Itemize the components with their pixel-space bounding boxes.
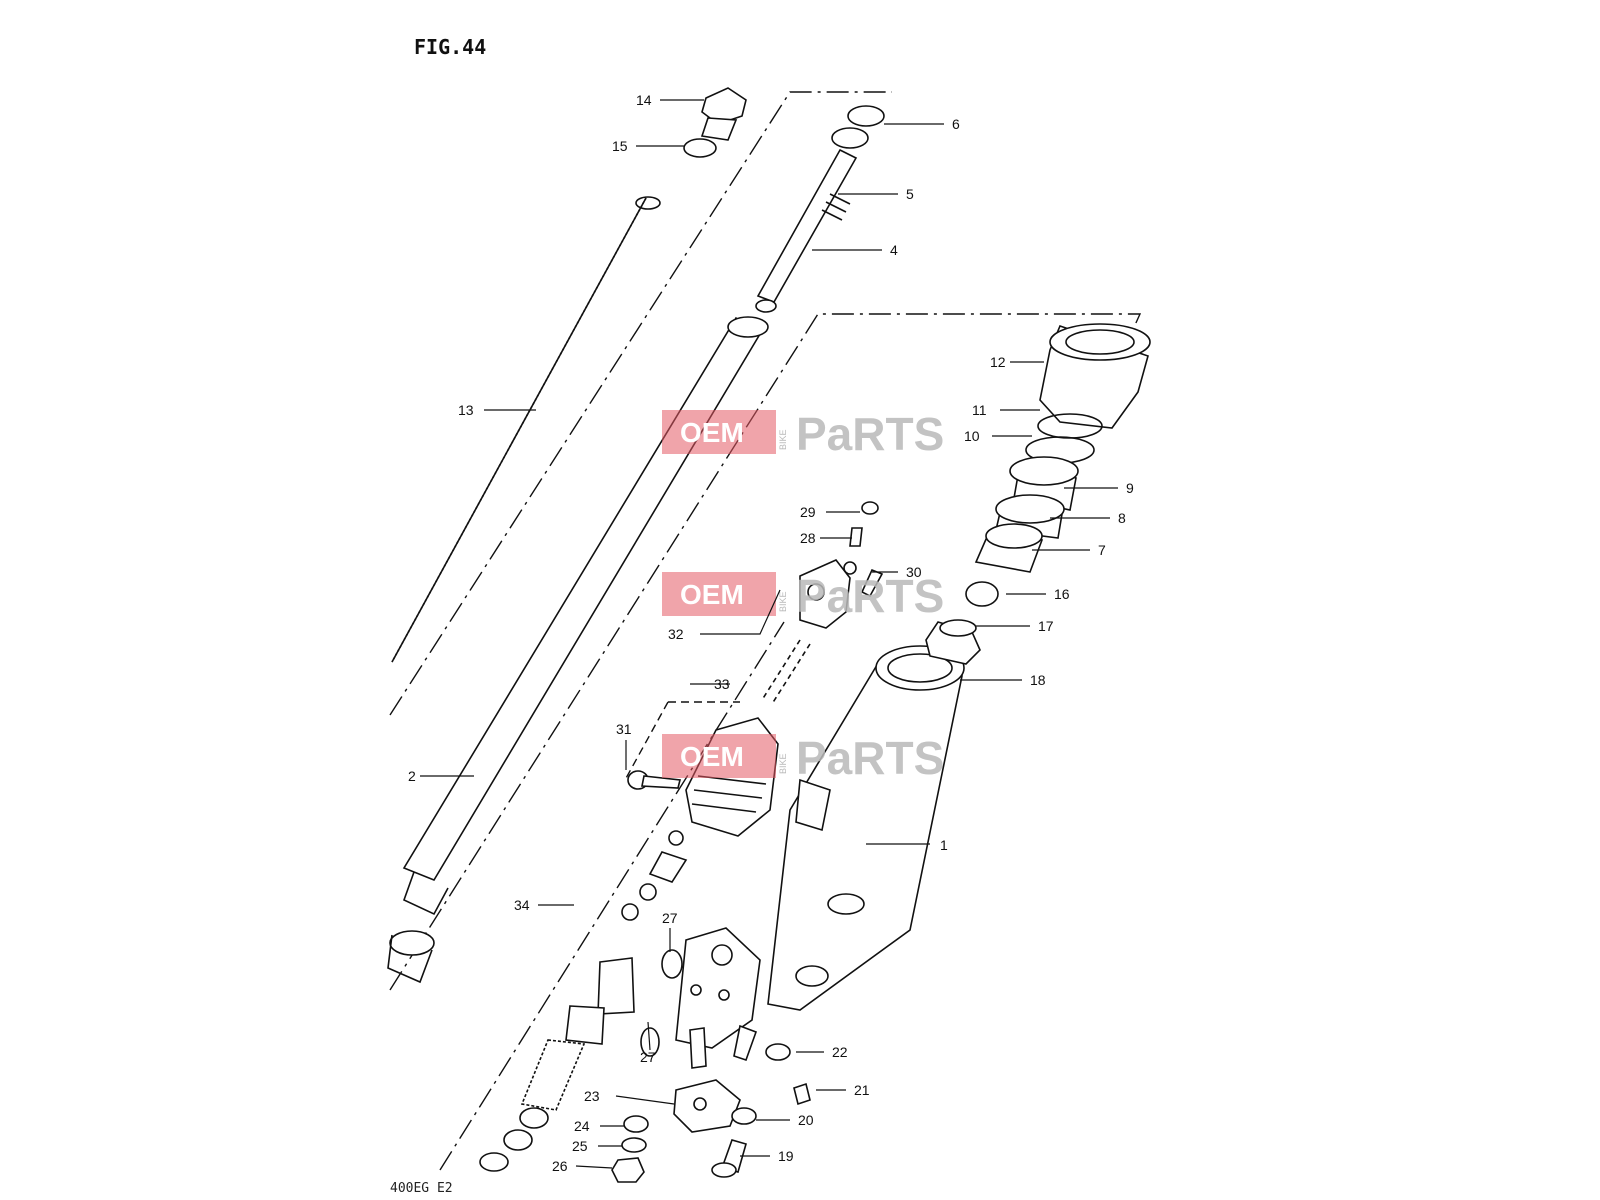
watermark-2: OEM BIKE PaRTS (662, 570, 944, 622)
oil-lock (925, 581, 999, 665)
callout-7: 7 (1098, 542, 1106, 558)
footer-code: 400EG E2 (390, 1181, 453, 1196)
callout-4: 4 (890, 242, 898, 258)
callout-28: 28 (800, 530, 816, 546)
callout-33: 33 (714, 676, 730, 692)
cap-bolt (683, 87, 747, 158)
callout-30: 30 (906, 564, 922, 580)
svg-text:BIKE: BIKE (778, 429, 788, 450)
callout-27-upper: 27 (662, 910, 678, 926)
callout-8: 8 (1118, 510, 1126, 526)
callout-14: 14 (636, 92, 652, 108)
callout-25: 25 (572, 1138, 588, 1154)
callout-1: 1 (940, 837, 948, 853)
svg-text:PaRTS: PaRTS (796, 408, 944, 460)
damper-rod (755, 105, 885, 313)
callout-18: 18 (1030, 672, 1046, 688)
callout-11: 11 (972, 402, 987, 418)
callout-34: 34 (514, 897, 530, 913)
svg-text:BIKE: BIKE (778, 753, 788, 774)
callout-labels: 1 2 4 5 6 7 8 9 10 11 12 13 14 15 16 17 … (408, 92, 1134, 1174)
assembly-brackets (389, 91, 1142, 1171)
watermark-3: OEM BIKE PaRTS (662, 732, 944, 784)
bottom-hardware (611, 1043, 811, 1183)
fork-spring (391, 196, 661, 663)
callout-16: 16 (1054, 586, 1070, 602)
callout-20: 20 (798, 1112, 814, 1128)
callout-10: 10 (964, 428, 980, 444)
callout-22: 22 (832, 1044, 848, 1060)
callout-12: 12 (990, 354, 1006, 370)
callout-24: 24 (574, 1118, 590, 1134)
watermark-1: OEM BIKE PaRTS (662, 408, 944, 460)
callout-19: 19 (778, 1148, 794, 1164)
svg-text:OEM: OEM (680, 417, 744, 448)
callout-2: 2 (408, 768, 416, 784)
svg-text:PaRTS: PaRTS (796, 732, 944, 784)
callout-17: 17 (1038, 618, 1054, 634)
seal-stack (974, 323, 1151, 573)
callout-29: 29 (800, 504, 816, 520)
callout-6: 6 (952, 116, 960, 132)
callout-27-lower: 27 (640, 1049, 656, 1065)
inner-tube (387, 316, 769, 984)
callout-21: 21 (854, 1082, 870, 1098)
leader-lines (420, 99, 1118, 1169)
svg-text:OEM: OEM (680, 579, 744, 610)
callout-5: 5 (906, 186, 914, 202)
svg-text:PaRTS: PaRTS (796, 570, 944, 622)
callout-31: 31 (616, 721, 632, 737)
callout-32: 32 (668, 626, 684, 642)
callout-13: 13 (458, 402, 474, 418)
outer-tube (675, 645, 965, 1069)
callout-9: 9 (1126, 480, 1134, 496)
svg-text:OEM: OEM (680, 741, 744, 772)
callout-26: 26 (552, 1158, 568, 1174)
figure-title: FIG.44 (414, 35, 486, 59)
callout-15: 15 (612, 138, 628, 154)
callout-23: 23 (584, 1088, 600, 1104)
svg-text:BIKE: BIKE (778, 591, 788, 612)
